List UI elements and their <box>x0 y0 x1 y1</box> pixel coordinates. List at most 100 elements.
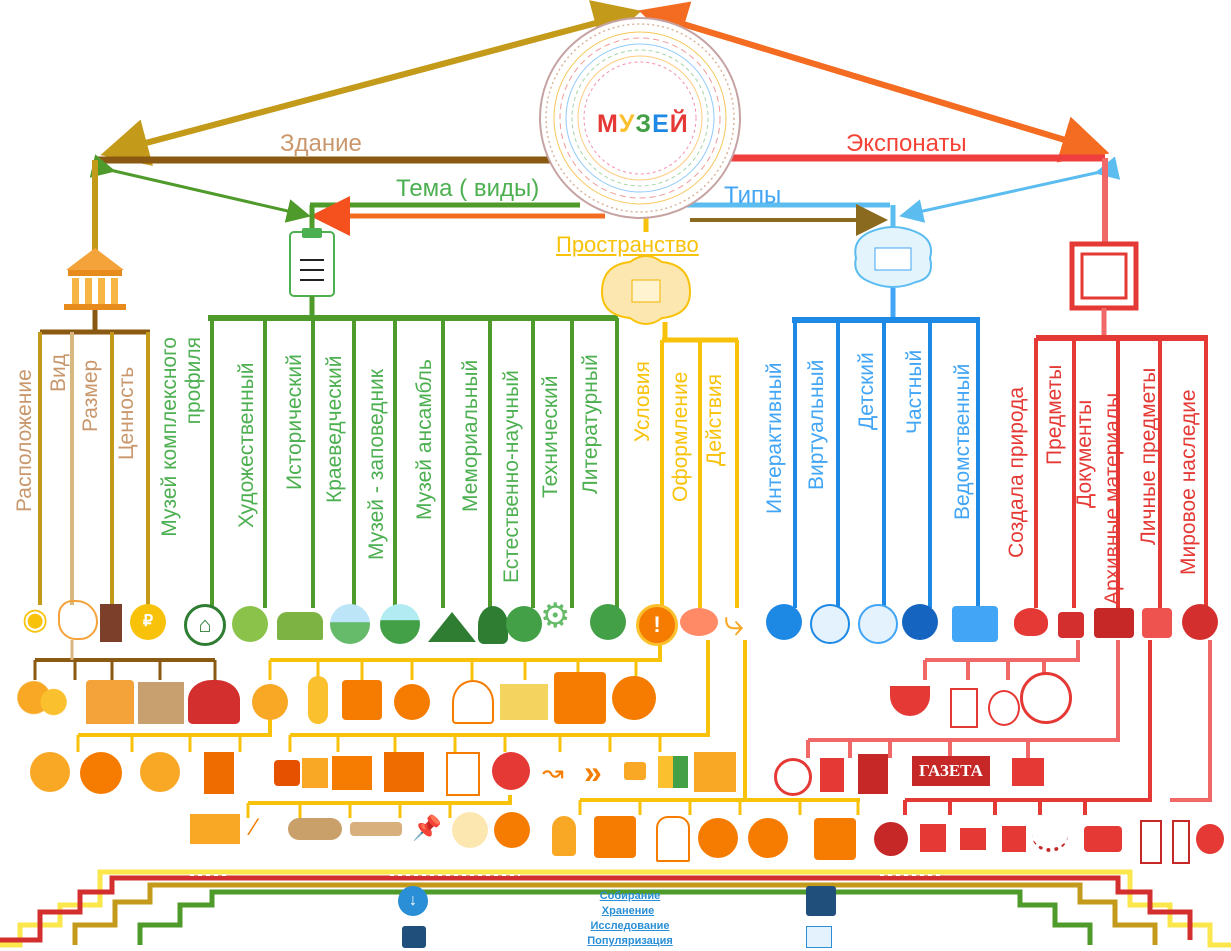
path-icon <box>748 818 788 858</box>
air-conditioner-icon <box>394 684 430 720</box>
function-link-storage[interactable]: Хранение <box>601 905 655 917</box>
sun-cloud-icon <box>14 680 80 724</box>
type-item-label: Детский <box>855 352 878 430</box>
building-item-label: Размер <box>79 359 102 432</box>
function-link-collecting[interactable]: Собирание <box>599 890 661 902</box>
exhibit-item-label: Личные предметы <box>1137 367 1160 545</box>
temple-icon <box>64 248 126 310</box>
exhibit-item-label: Мировое наследие <box>1177 389 1200 575</box>
pushpin-icon: 📌 <box>412 815 442 842</box>
clothespin-icon <box>350 822 402 836</box>
info-person-icon <box>698 818 738 858</box>
science-flask-icon <box>506 606 542 642</box>
rope-knot-icon <box>288 818 342 840</box>
building-item-label: Расположение <box>13 369 36 512</box>
location-pin-icon: ◉ <box>22 603 49 636</box>
roof-arrows <box>100 0 1110 166</box>
space-item-label: Условия <box>631 361 654 442</box>
title-letter: Е <box>652 110 670 138</box>
building-item-label: Вид <box>47 354 70 392</box>
butterfly-icon <box>1014 608 1048 636</box>
dresser-icon <box>332 756 372 790</box>
branch-label-theme: Тема ( виды) <box>396 175 540 202</box>
vr-headset-icon <box>810 604 850 644</box>
megaphone-icon <box>806 926 832 948</box>
bookshelf-icon <box>302 758 328 788</box>
gift-icon <box>1002 826 1026 852</box>
globe-icon <box>1182 604 1218 640</box>
lightbulb-icon <box>252 684 288 720</box>
clipboard-icon <box>289 228 335 297</box>
link-icon <box>494 812 530 848</box>
hexagon-icon <box>274 760 300 786</box>
bow-icon <box>680 608 718 636</box>
statue-icon <box>1172 820 1190 864</box>
theme-item-label: Мемориальный <box>459 359 482 512</box>
title-letter: Й <box>669 110 689 138</box>
function-link-research[interactable]: Исследование <box>590 920 670 932</box>
thermometer-icon <box>308 676 328 724</box>
exhibit-item-label: Архивные материалы <box>1101 392 1124 605</box>
easel-icon <box>446 752 480 796</box>
bottom-steps <box>0 869 1231 948</box>
video-icon <box>920 824 946 852</box>
ceiling-lamp-icon <box>80 752 122 794</box>
child-face-icon <box>858 604 898 644</box>
alarm-light-icon <box>452 680 494 724</box>
space-item-label: Действия <box>703 373 726 466</box>
type-item-label: Частный <box>903 349 926 434</box>
red-cube-icon <box>1058 612 1084 638</box>
column-icon <box>694 752 736 792</box>
magnify-search-icon <box>402 926 426 948</box>
type-item-label: Ведомственный <box>951 363 974 520</box>
treasure-chest-icon <box>1142 608 1172 638</box>
museum-center-circle <box>539 17 741 219</box>
measuring-tape-icon <box>500 684 548 720</box>
theme-item-label: Технический <box>539 375 562 498</box>
blue-room-icon <box>854 226 932 288</box>
person-silhouette-icon <box>478 606 508 644</box>
building-icon <box>100 604 122 642</box>
room-plan-icon <box>600 255 692 325</box>
palette-icon <box>232 606 268 642</box>
arrow-icon: ⤷ <box>724 602 745 643</box>
theme-item-label: Музей ансамбль <box>413 359 436 520</box>
books-stack-icon <box>1012 758 1044 786</box>
circuit-icon <box>554 672 606 724</box>
window-light-icon <box>204 752 234 794</box>
house-photo-icon <box>138 682 184 724</box>
touch-icon <box>766 604 802 640</box>
branch-label-space: Пространство <box>556 232 699 257</box>
necklace-icon <box>1032 818 1068 852</box>
stairs-person-icon <box>594 816 636 858</box>
landscape-icon <box>330 604 370 644</box>
color-cards-icon <box>658 756 688 788</box>
house-icon: ⌂ <box>184 604 226 646</box>
chair-icon <box>950 688 978 728</box>
title-letter: У <box>618 110 636 138</box>
humidity-icon <box>342 680 382 720</box>
download-icon: ↓ <box>398 886 428 916</box>
photo-edit-icon <box>960 828 986 850</box>
paperclip-icon <box>452 812 488 848</box>
outline-shape-icon <box>58 600 98 640</box>
chat-icon <box>624 762 646 780</box>
function-link-popularization[interactable]: Популяризация <box>587 935 673 947</box>
space-item-label: Оформление <box>669 371 692 502</box>
ruble-coin-icon: ₽ <box>130 604 166 640</box>
stapler-icon <box>190 814 240 844</box>
theme-item-label: Исторический <box>283 354 306 490</box>
horse-icon <box>277 612 323 640</box>
sculpture-icon <box>492 752 530 790</box>
building-item-label: Ценность <box>115 366 138 460</box>
theme-item-label: Художественный <box>235 362 258 528</box>
theme-item-label: Краеведческий <box>323 355 346 503</box>
apple-speech-icon <box>1020 672 1072 724</box>
floor-lamp-icon <box>140 752 180 792</box>
id-badge-icon <box>952 606 998 642</box>
gears-icon: ⚙ <box>540 597 571 635</box>
folder-icon <box>858 754 888 794</box>
curtains-icon <box>384 752 424 792</box>
